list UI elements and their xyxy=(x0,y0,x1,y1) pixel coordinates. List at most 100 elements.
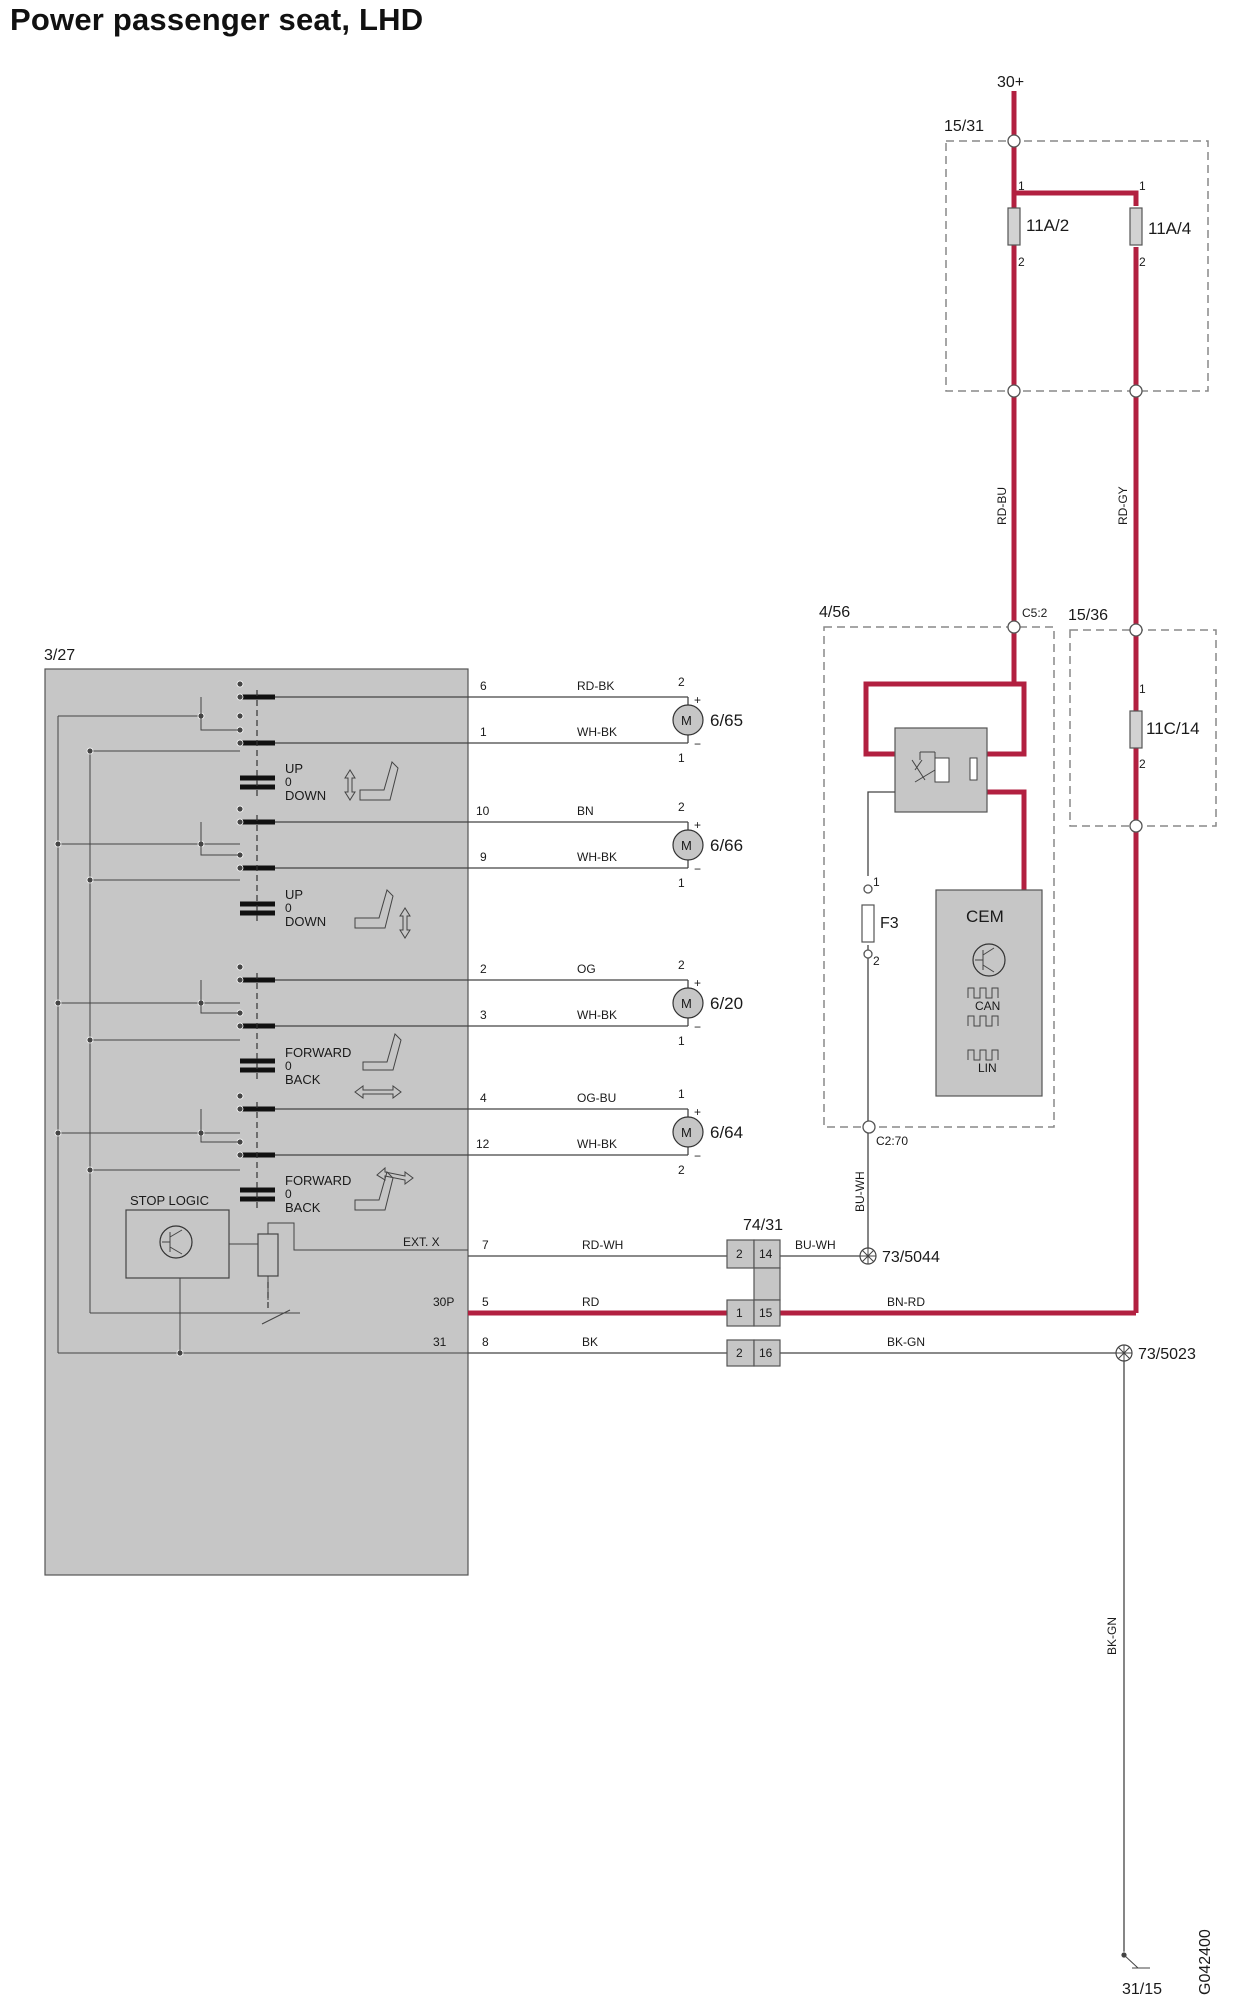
pin-label: 2 xyxy=(873,954,880,968)
fuse-f3 xyxy=(861,904,875,943)
connector-pin: 16 xyxy=(759,1346,773,1360)
motor1-pin-b: 1 xyxy=(480,725,487,739)
wire-label-rd-gy: RD-GY xyxy=(1116,486,1130,525)
stop-logic-label: STOP LOGIC xyxy=(130,1193,209,1208)
motor3-wire-b: WH-BK xyxy=(577,1008,617,1022)
switch4-back-label: BACK xyxy=(285,1200,321,1215)
connector-pin: 2 xyxy=(736,1346,743,1360)
seat-up-down-icon xyxy=(344,761,399,801)
switch1-up-label: UP xyxy=(285,761,303,776)
switch2-up-label: UP xyxy=(285,887,303,902)
fuse-box-label: 15/31 xyxy=(944,118,984,135)
motor-wiring xyxy=(275,696,689,1156)
motor-term: 2 xyxy=(678,675,685,689)
plus-sign: + xyxy=(694,1105,701,1119)
stop-logic-transistor-icon xyxy=(159,1225,193,1259)
motor-term: 1 xyxy=(678,1034,685,1048)
fuse-11c-14 xyxy=(1129,710,1143,749)
lin-icon xyxy=(967,1049,999,1061)
motor-m-icon: M xyxy=(681,713,692,728)
seat-module-internals xyxy=(57,715,468,1354)
switch4-forward-label: FORWARD xyxy=(285,1173,351,1188)
fuse-label-11a-4: 11A/4 xyxy=(1148,219,1191,238)
motor-term: 1 xyxy=(678,751,685,765)
node xyxy=(1007,384,1021,398)
fuse-label-f3: F3 xyxy=(880,915,899,932)
splice-73-5023: 73/5023 xyxy=(1138,1346,1196,1363)
connector-pin: 14 xyxy=(759,1247,773,1261)
motor-term: 2 xyxy=(678,1163,685,1177)
motor4-pin-b: 12 xyxy=(476,1137,490,1151)
connector-c5-2: C5:2 xyxy=(1022,606,1048,620)
motor1-wire-b: WH-BK xyxy=(577,725,617,739)
relay-symbol xyxy=(911,751,978,783)
seat-recline-icon xyxy=(354,1166,414,1211)
switch4-zero-label: 0 xyxy=(285,1187,292,1201)
seat-forward-back-icon xyxy=(354,1033,402,1099)
motor2-wire-a: BN xyxy=(577,804,594,818)
connector-c2-70: C2:70 xyxy=(876,1134,908,1148)
motor-term: 1 xyxy=(678,876,685,890)
pin-label: 1 xyxy=(1018,179,1025,193)
lin-label: LIN xyxy=(978,1061,997,1075)
wire-rd-wh: RD-WH xyxy=(582,1238,623,1252)
connector-pin: 2 xyxy=(736,1247,743,1261)
motor1-pin-a: 6 xyxy=(480,679,487,693)
motor-term: 1 xyxy=(678,1087,685,1101)
switch2-down-label: DOWN xyxy=(285,914,326,929)
plus-sign: + xyxy=(694,976,701,990)
wire-rd: RD xyxy=(582,1295,600,1309)
terminal-30plus: 30+ xyxy=(997,74,1024,91)
splice-icon xyxy=(859,1247,877,1265)
node xyxy=(862,1120,876,1134)
pin-label: 2 xyxy=(1139,255,1146,269)
seat-module-label: 3/27 xyxy=(44,647,75,664)
splice-icon xyxy=(1115,1344,1133,1362)
ground-31-15: 31/15 xyxy=(1122,1981,1162,1998)
motor1-wire-a: RD-BK xyxy=(577,679,614,693)
motor-term: 2 xyxy=(678,800,685,814)
wire-bk-gn-vertical: BK-GN xyxy=(1105,1617,1119,1655)
motor2-pin-a: 10 xyxy=(476,804,490,818)
switch1-zero-label: 0 xyxy=(285,775,292,789)
motor3-wire-a: OG xyxy=(577,962,596,976)
can-label: CAN xyxy=(975,999,1000,1013)
motor4-wire-b: WH-BK xyxy=(577,1137,617,1151)
motor-id: 6/64 xyxy=(710,1123,743,1142)
fuse-11a-2 xyxy=(1007,207,1021,246)
fuse-box-15-31 xyxy=(945,140,1209,392)
pin-label: 1 xyxy=(1139,682,1146,696)
connector-74-31 xyxy=(726,1239,781,1367)
motor-id: 6/65 xyxy=(710,711,743,730)
node xyxy=(863,949,873,959)
motor4-pin-a: 4 xyxy=(480,1091,487,1105)
ground-icon xyxy=(1120,1951,1150,1969)
node xyxy=(1129,384,1143,398)
minus-sign: − xyxy=(694,1149,701,1163)
pin-7: 7 xyxy=(482,1238,489,1252)
motor-m-icon: M xyxy=(681,996,692,1011)
pin-label: 1 xyxy=(1139,179,1146,193)
switch-dots xyxy=(54,680,244,1357)
motor-6-64: M 1 2 + − 6/64 xyxy=(672,1087,743,1177)
p30-label: 30P xyxy=(433,1295,454,1309)
cem-label: CEM xyxy=(966,907,1004,926)
motor2-pin-b: 9 xyxy=(480,850,487,864)
pin-8: 8 xyxy=(482,1335,489,1349)
plus-sign: + xyxy=(694,693,701,707)
ext-x-label: EXT. X xyxy=(403,1235,440,1249)
motor3-pin-b: 3 xyxy=(480,1008,487,1022)
splice-73-5044: 73/5044 xyxy=(882,1249,940,1266)
motor4-wire-a: OG-BU xyxy=(577,1091,616,1105)
wire-bn-rd: BN-RD xyxy=(887,1295,925,1309)
motor-id: 6/66 xyxy=(710,836,743,855)
pin-label: 1 xyxy=(873,875,880,889)
wire-bu-wh-vertical: BU-WH xyxy=(853,1171,867,1212)
transistor-icon xyxy=(972,943,1006,977)
fuse-box-15-36 xyxy=(1069,629,1217,827)
pin-5: 5 xyxy=(482,1295,489,1309)
pin-label: 2 xyxy=(1139,757,1146,771)
switch2-zero-label: 0 xyxy=(285,901,292,915)
motor-6-66: M 2 1 + − 6/66 xyxy=(672,800,743,890)
